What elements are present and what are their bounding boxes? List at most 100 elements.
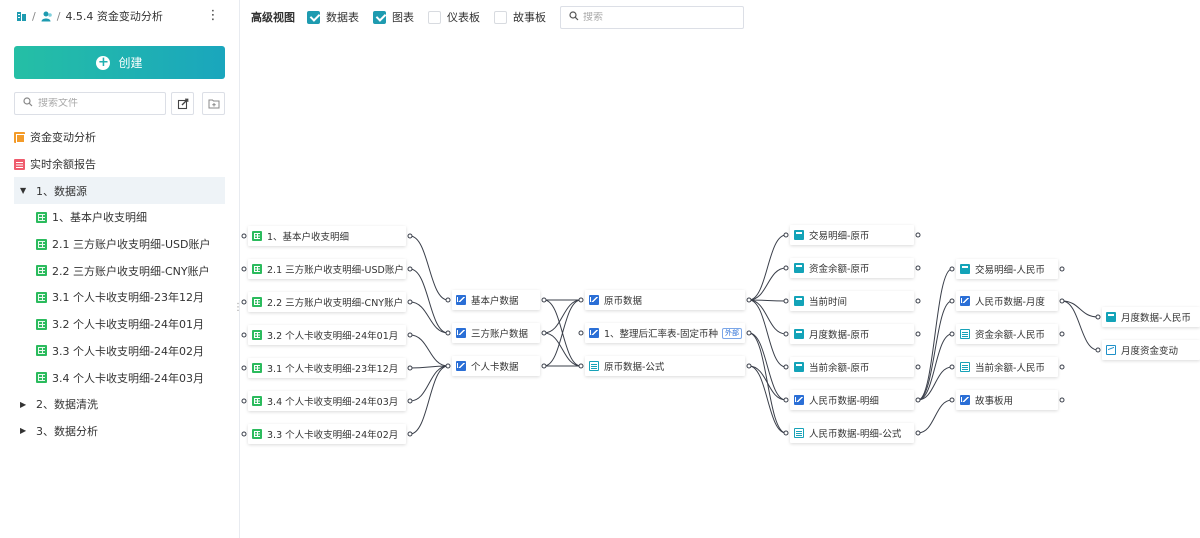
output-port[interactable] [746, 363, 752, 369]
lineage-node[interactable]: 人民币数据-明细-公式 [790, 423, 914, 443]
output-port[interactable] [915, 232, 921, 238]
caret-down-icon[interactable]: ▼ [20, 186, 27, 196]
create-button[interactable]: + 创建 [14, 46, 225, 79]
more-options-icon[interactable]: ⋮ [206, 8, 220, 23]
output-port[interactable] [407, 365, 413, 371]
input-port[interactable] [1095, 314, 1101, 320]
lineage-node[interactable]: 资金余额-原币 [790, 258, 914, 278]
lineage-node[interactable]: 三方账户数据 [452, 323, 540, 343]
lineage-node[interactable]: 3.3 个人卡收支明细-24年02月 [248, 424, 406, 444]
tree-item-sheet[interactable]: 2.1 三方账户收支明细-USD账户 [14, 231, 225, 258]
output-port[interactable] [1059, 364, 1065, 370]
checkbox-unchecked-icon[interactable] [494, 10, 507, 24]
graph-search-input[interactable] [583, 11, 733, 23]
lineage-node[interactable]: 3.1 个人卡收支明细-23年12月 [248, 358, 406, 378]
tree-item-sheet[interactable]: 3.4 个人卡收支明细-24年03月 [14, 364, 225, 391]
input-port[interactable] [783, 232, 789, 238]
tree-folder-data-cleaning[interactable]: ▶ 2、数据清洗 [14, 391, 225, 418]
tree-item-sheet[interactable]: 2.2 三方账户收支明细-CNY账户 [14, 257, 225, 284]
output-port[interactable] [915, 331, 921, 337]
user-icon[interactable] [41, 11, 52, 22]
output-port[interactable] [1059, 331, 1065, 337]
breadcrumb-current[interactable]: 4.5.4 资金变动分析 [65, 10, 163, 23]
input-port[interactable] [949, 397, 955, 403]
filter-charts-checkbox[interactable]: 图表 [373, 9, 414, 25]
input-port[interactable] [241, 398, 247, 404]
output-port[interactable] [915, 298, 921, 304]
tree-item-sheet[interactable]: 3.2 个人卡收支明细-24年01月 [14, 311, 225, 338]
lineage-node[interactable]: 原币数据 [585, 290, 745, 310]
checkbox-checked-icon[interactable] [373, 10, 386, 24]
lineage-node[interactable]: 基本户数据 [452, 290, 540, 310]
lineage-node[interactable]: 资金余额-人民币 [956, 324, 1058, 344]
output-port[interactable] [541, 363, 547, 369]
input-port[interactable] [783, 430, 789, 436]
output-port[interactable] [407, 233, 413, 239]
output-port[interactable] [915, 430, 921, 436]
output-port[interactable] [407, 266, 413, 272]
input-port[interactable] [445, 297, 451, 303]
output-port[interactable] [915, 397, 921, 403]
lineage-node[interactable]: 3.4 个人卡收支明细-24年03月 [248, 391, 406, 411]
tree-folder-data-source[interactable]: ▼ 1、数据源 [14, 177, 225, 205]
output-port[interactable] [915, 265, 921, 271]
lineage-node[interactable]: 3.2 个人卡收支明细-24年01月 [248, 325, 406, 345]
input-port[interactable] [1095, 347, 1101, 353]
lineage-node[interactable]: 个人卡数据 [452, 356, 540, 376]
output-port[interactable] [1059, 266, 1065, 272]
lineage-node[interactable]: 当前时间 [790, 291, 914, 311]
input-port[interactable] [241, 299, 247, 305]
output-port[interactable] [407, 398, 413, 404]
input-port[interactable] [241, 365, 247, 371]
filter-stories-checkbox[interactable]: 故事板 [494, 9, 546, 25]
sidebar-resize-handle[interactable]: ⋮ [233, 302, 243, 313]
input-port[interactable] [241, 266, 247, 272]
lineage-node[interactable]: 当前余额-原币 [790, 357, 914, 377]
lineage-node[interactable]: 1、整理后汇率表-固定币种外部 [585, 323, 745, 343]
output-port[interactable] [915, 364, 921, 370]
lineage-node[interactable]: 2.1 三方账户收支明细-USD账户 [248, 259, 406, 279]
input-port[interactable] [783, 364, 789, 370]
tree-item-sheet[interactable]: 1、基本户收支明细 [14, 204, 225, 231]
lineage-node[interactable]: 月度资金变动 [1102, 340, 1200, 360]
lineage-node[interactable]: 交易明细-人民币 [956, 259, 1058, 279]
lineage-node[interactable]: 月度数据-人民币 [1102, 307, 1200, 327]
output-port[interactable] [1059, 298, 1065, 304]
project-icon[interactable] [16, 11, 27, 22]
input-port[interactable] [241, 431, 247, 437]
input-port[interactable] [241, 332, 247, 338]
lineage-node[interactable]: 当前余额-人民币 [956, 357, 1058, 377]
lineage-node[interactable]: 2.2 三方账户收支明细-CNY账户 [248, 292, 406, 312]
input-port[interactable] [445, 363, 451, 369]
input-port[interactable] [578, 297, 584, 303]
tree-item-dashboard[interactable]: 资金变动分析 [14, 124, 225, 151]
output-port[interactable] [407, 332, 413, 338]
output-port[interactable] [1059, 397, 1065, 403]
lineage-node[interactable]: 月度数据-原币 [790, 324, 914, 344]
input-port[interactable] [949, 266, 955, 272]
lineage-node[interactable]: 交易明细-原币 [790, 225, 914, 245]
filter-sheets-checkbox[interactable]: 数据表 [307, 9, 359, 25]
input-port[interactable] [445, 330, 451, 336]
tree-item-story[interactable]: 实时余额报告 [14, 151, 225, 178]
input-port[interactable] [241, 233, 247, 239]
tree-folder-data-analysis[interactable]: ▶ 3、数据分析 [14, 418, 225, 445]
tree-item-sheet[interactable]: 3.1 个人卡收支明细-23年12月 [14, 284, 225, 311]
output-port[interactable] [746, 330, 752, 336]
input-port[interactable] [783, 397, 789, 403]
output-port[interactable] [407, 299, 413, 305]
input-port[interactable] [949, 331, 955, 337]
output-port[interactable] [407, 431, 413, 437]
lineage-node[interactable]: 故事板用 [956, 390, 1058, 410]
caret-right-icon[interactable]: ▶ [20, 426, 27, 436]
checkbox-unchecked-icon[interactable] [428, 10, 441, 24]
folder-icon[interactable] [202, 92, 225, 115]
filter-dashboards-checkbox[interactable]: 仪表板 [428, 9, 480, 25]
file-search-input[interactable] [38, 98, 158, 109]
input-port[interactable] [783, 265, 789, 271]
caret-right-icon[interactable]: ▶ [20, 399, 27, 409]
edit-icon[interactable] [171, 92, 194, 115]
input-port[interactable] [578, 330, 584, 336]
lineage-node[interactable]: 人民币数据-明细 [790, 390, 914, 410]
lineage-node[interactable]: 原币数据-公式 [585, 356, 745, 376]
